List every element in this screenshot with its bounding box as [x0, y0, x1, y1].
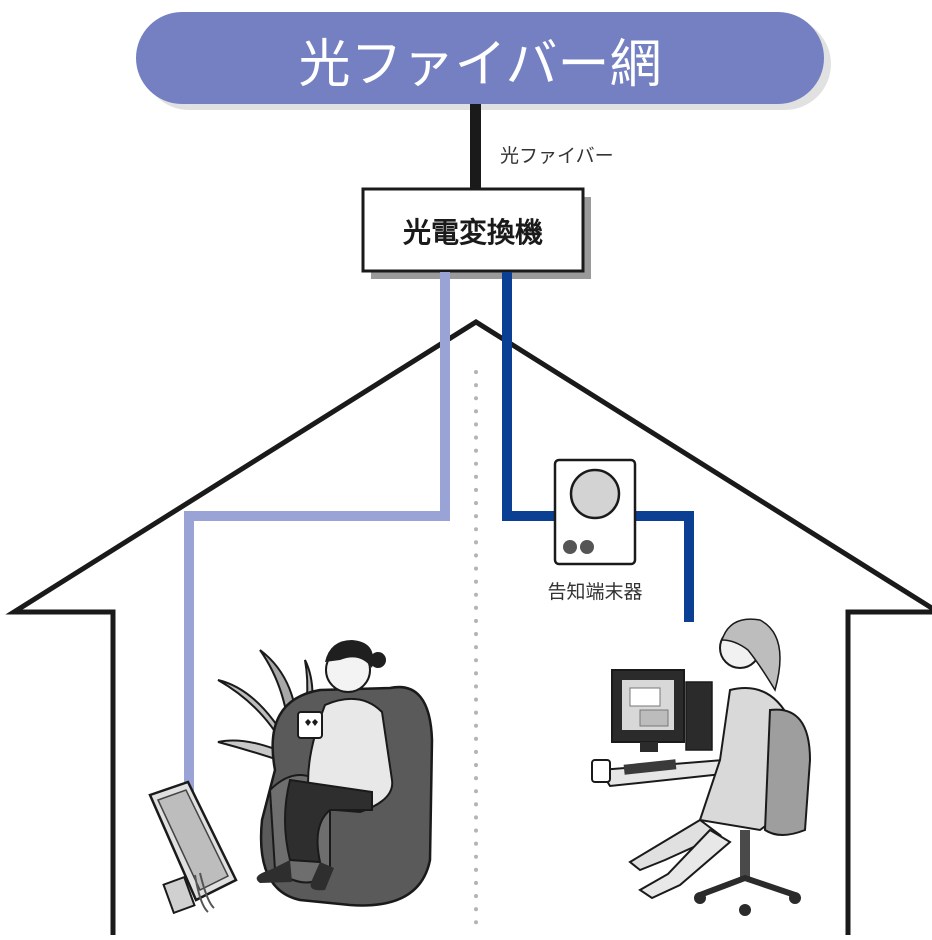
fiber-network-label: 光ファイバー網: [299, 35, 662, 95]
fiber-network-banner: 光ファイバー網: [136, 12, 831, 110]
pc-line: [502, 272, 554, 521]
fiber-network-pill: [136, 12, 824, 104]
house-outline: [5, 319, 932, 935]
pc-line-2: [634, 511, 694, 622]
fiber-cable-label: 光ファイバー: [500, 145, 614, 167]
television-icon: [148, 780, 238, 915]
woman-at-computer-icon: [591, 618, 812, 916]
woman-on-sofa-icon: [256, 640, 434, 907]
tv-line: [184, 272, 450, 828]
notification-terminal-label: 告知端末器: [547, 581, 642, 603]
notification-terminal: 告知端末器: [547, 458, 643, 603]
fiber-cable: [470, 104, 481, 190]
optical-converter: 光電変換機: [361, 187, 591, 279]
optical-converter-label: 光電変換機: [402, 216, 543, 249]
